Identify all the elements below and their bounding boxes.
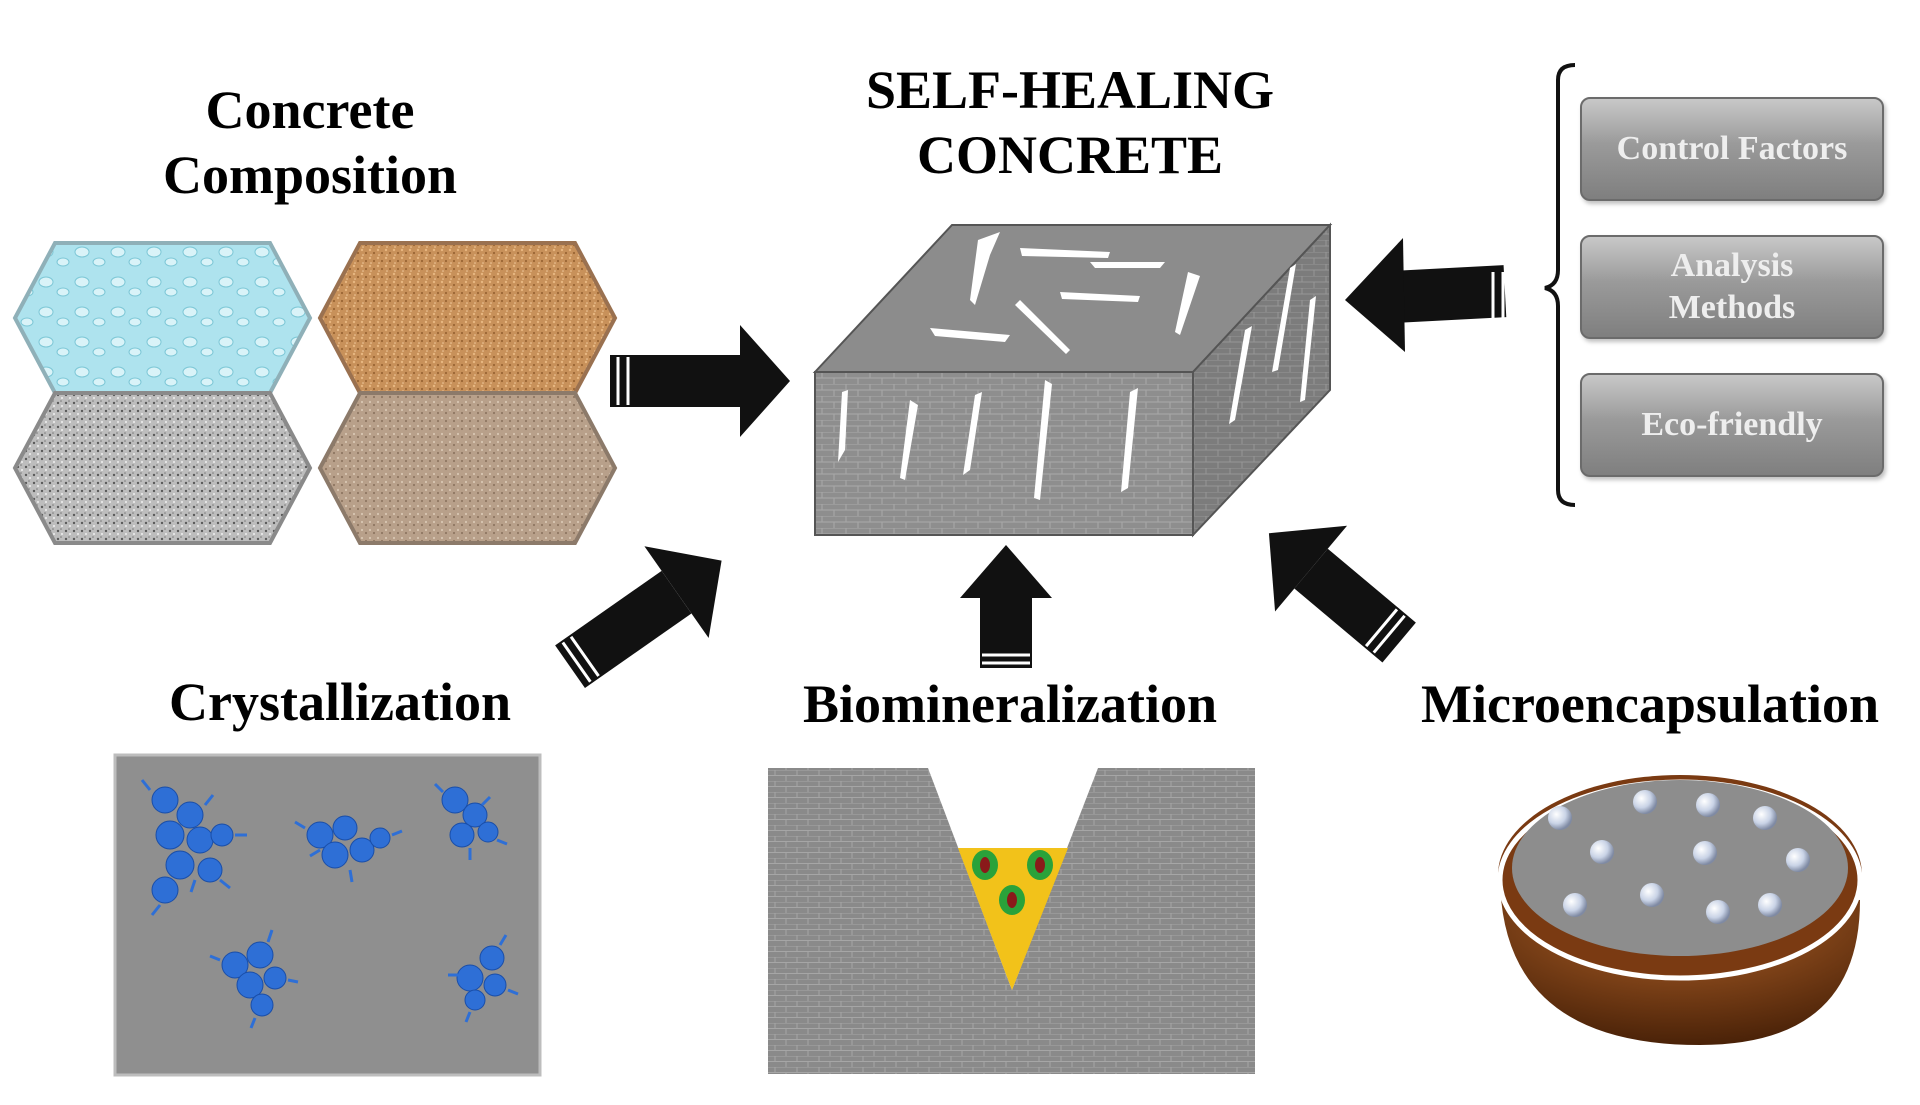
biomineralization-panel — [768, 768, 1255, 1074]
microencapsulation-label: Microencapsulation — [1421, 674, 1879, 734]
self-healing-title: SELF-HEALING CONCRETE — [780, 58, 1360, 188]
block-side-face — [1192, 222, 1331, 538]
composition-title: Concrete Composition — [162, 80, 458, 205]
microencapsulation-capsule — [1497, 775, 1863, 1045]
arrow-composition-to-block — [610, 325, 790, 437]
arrow-crystallization-to-block — [555, 546, 722, 689]
microcapsules — [1548, 790, 1810, 924]
sand-hexagon — [317, 241, 618, 395]
eco-friendly-label: Eco-friendly — [1641, 405, 1823, 443]
factors-bracket — [1544, 63, 1576, 507]
control-factors-label: Control Factors — [1616, 129, 1848, 167]
crystal-clusters — [151, 786, 507, 1017]
biomineralization-label: Biomineralization — [803, 674, 1217, 734]
self-healing-title-line1: SELF-HEALING — [865, 60, 1275, 120]
self-healing-title-line2: CONCRETE — [916, 124, 1224, 185]
analysis-methods-label: Analysis Methods — [1668, 246, 1796, 327]
aggregate-hexagon — [317, 391, 618, 545]
water-hexagon — [12, 241, 313, 395]
bacteria-healing-product — [958, 848, 1068, 990]
arrow-biomineralization-to-block — [960, 545, 1052, 668]
eco-friendly-box: Eco-friendly — [1580, 373, 1884, 477]
bacteria-cells — [972, 850, 1053, 915]
arrow-microencapsulation-to-block — [1268, 525, 1416, 663]
analysis-methods-box: Analysis Methods — [1580, 235, 1884, 339]
concrete-block — [812, 222, 1333, 538]
crystallization-label: Crystallization — [169, 672, 511, 732]
control-factors-box: Control Factors — [1580, 97, 1884, 201]
cement-hexagon — [12, 391, 313, 545]
arrow-factors-to-block — [1345, 238, 1507, 352]
composition-hexagons — [12, 241, 618, 545]
crystallization-panel — [113, 753, 542, 1077]
crystal-spikes — [140, 779, 519, 1029]
cracks — [838, 232, 1316, 500]
